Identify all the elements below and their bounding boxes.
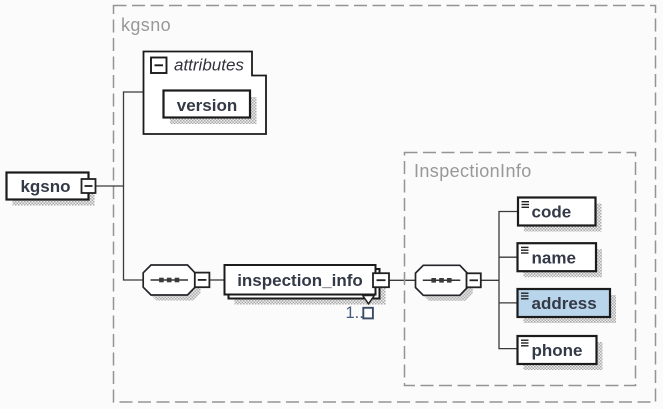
svg-text:version: version: [177, 96, 237, 115]
svg-text:inspection_info: inspection_info: [237, 271, 363, 290]
svg-text:name: name: [532, 248, 576, 267]
svg-text:1..: 1..: [346, 304, 364, 322]
svg-text:attributes: attributes: [174, 56, 244, 75]
svg-text:code: code: [532, 203, 572, 222]
svg-text:kgsno: kgsno: [20, 177, 70, 196]
svg-text:phone: phone: [532, 341, 583, 360]
svg-text:address: address: [532, 294, 597, 313]
svg-text:InspectionInfo: InspectionInfo: [414, 161, 532, 181]
svg-text:kgsno: kgsno: [121, 15, 171, 35]
